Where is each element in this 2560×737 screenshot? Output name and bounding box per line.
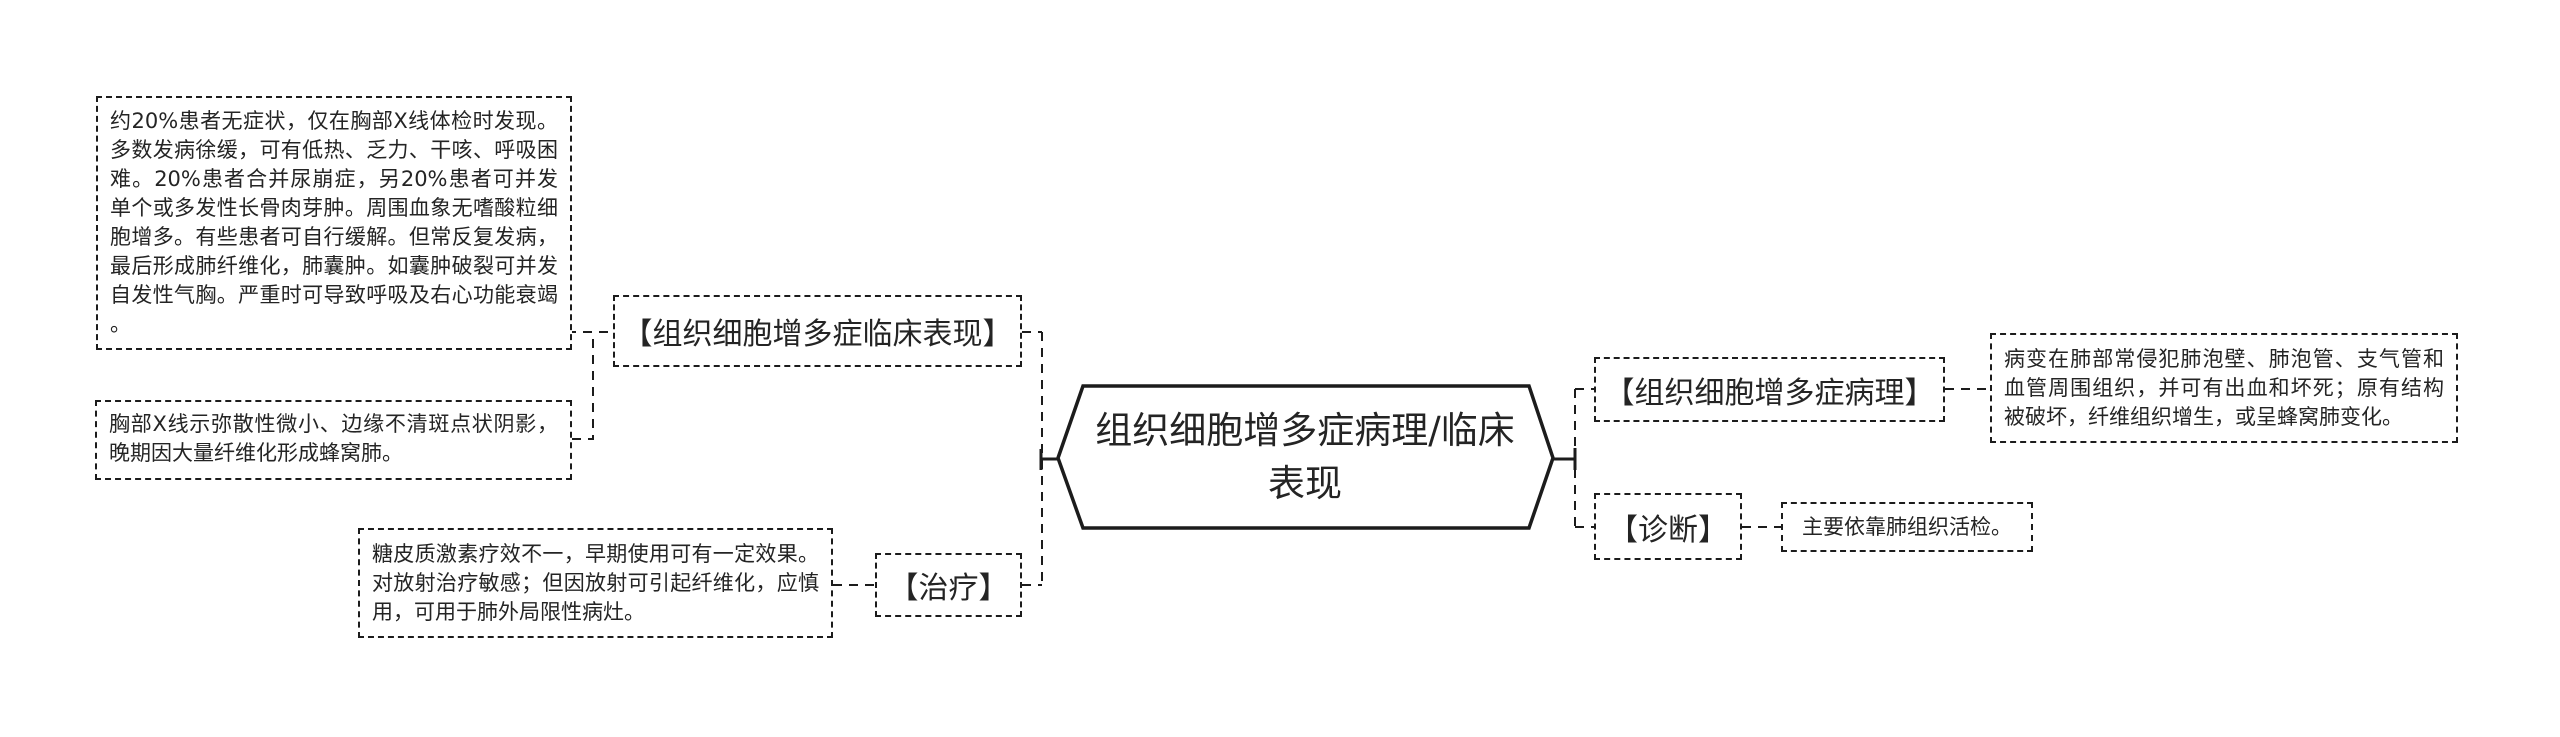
note-chest-xray[interactable]: 胸部X线示弥散性微小、边缘不清斑点状阴影，晚期因大量纤维化形成蜂窝肺。: [95, 400, 572, 480]
node-clinical-manifestations[interactable]: 【组织细胞增多症临床表现】: [613, 295, 1022, 367]
central-topic[interactable]: 组织细胞增多症病理/临床表现: [1095, 409, 1515, 505]
connector-clinical-to-xray-note: [572, 332, 594, 440]
root-right-stub: [1553, 448, 1577, 470]
connector-right-trunk: [1574, 388, 1594, 528]
node-diagnosis[interactable]: 【诊断】: [1594, 493, 1742, 560]
note-clinical-symptoms[interactable]: 约20%患者无症状，仅在胸部X线体检时发现。多数发病徐缓，可有低热、乏力、干咳、…: [96, 96, 572, 350]
note-treatment[interactable]: 糖皮质激素疗效不一，早期使用可有一定效果。对放射治疗敏感；但因放射可引起纤维化，…: [358, 528, 833, 638]
node-treatment[interactable]: 【治疗】: [875, 553, 1022, 617]
connector-left-trunk: [1022, 331, 1043, 586]
note-pathology[interactable]: 病变在肺部常侵犯肺泡壁、肺泡管、支气管和血管周围组织，并可有出血和坏死；原有结构…: [1990, 333, 2458, 443]
root-left-stub: [1039, 449, 1059, 470]
node-pathology[interactable]: 【组织细胞增多症病理】: [1594, 357, 1945, 422]
note-diagnosis[interactable]: 主要依靠肺组织活检。: [1781, 502, 2033, 552]
